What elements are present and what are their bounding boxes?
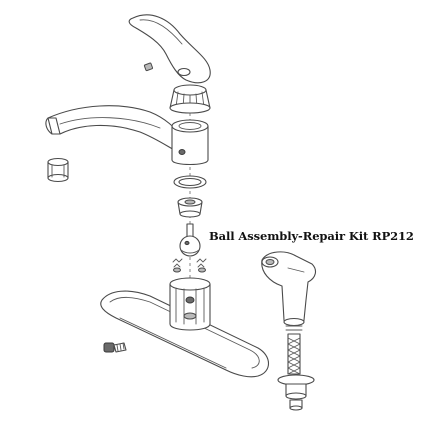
cam-and-packing — [177, 197, 203, 218]
spout — [45, 105, 187, 157]
mounting-screw — [103, 342, 127, 353]
lever-handle — [128, 14, 211, 84]
o-ring — [173, 175, 207, 189]
seats-and-springs — [172, 258, 207, 273]
cap — [169, 84, 211, 114]
hose-nut — [277, 374, 315, 411]
aerator — [47, 157, 69, 183]
ball-assembly — [179, 223, 201, 257]
spout-collar — [171, 119, 209, 166]
side-spray-head — [261, 251, 317, 331]
spray-hose — [287, 333, 301, 375]
valve-body — [169, 277, 211, 331]
ball-assembly-callout-label: Ball Assembly-Repair Kit RP212 — [209, 229, 414, 243]
handle-set-screw — [143, 62, 154, 72]
deck-plate — [100, 290, 270, 378]
